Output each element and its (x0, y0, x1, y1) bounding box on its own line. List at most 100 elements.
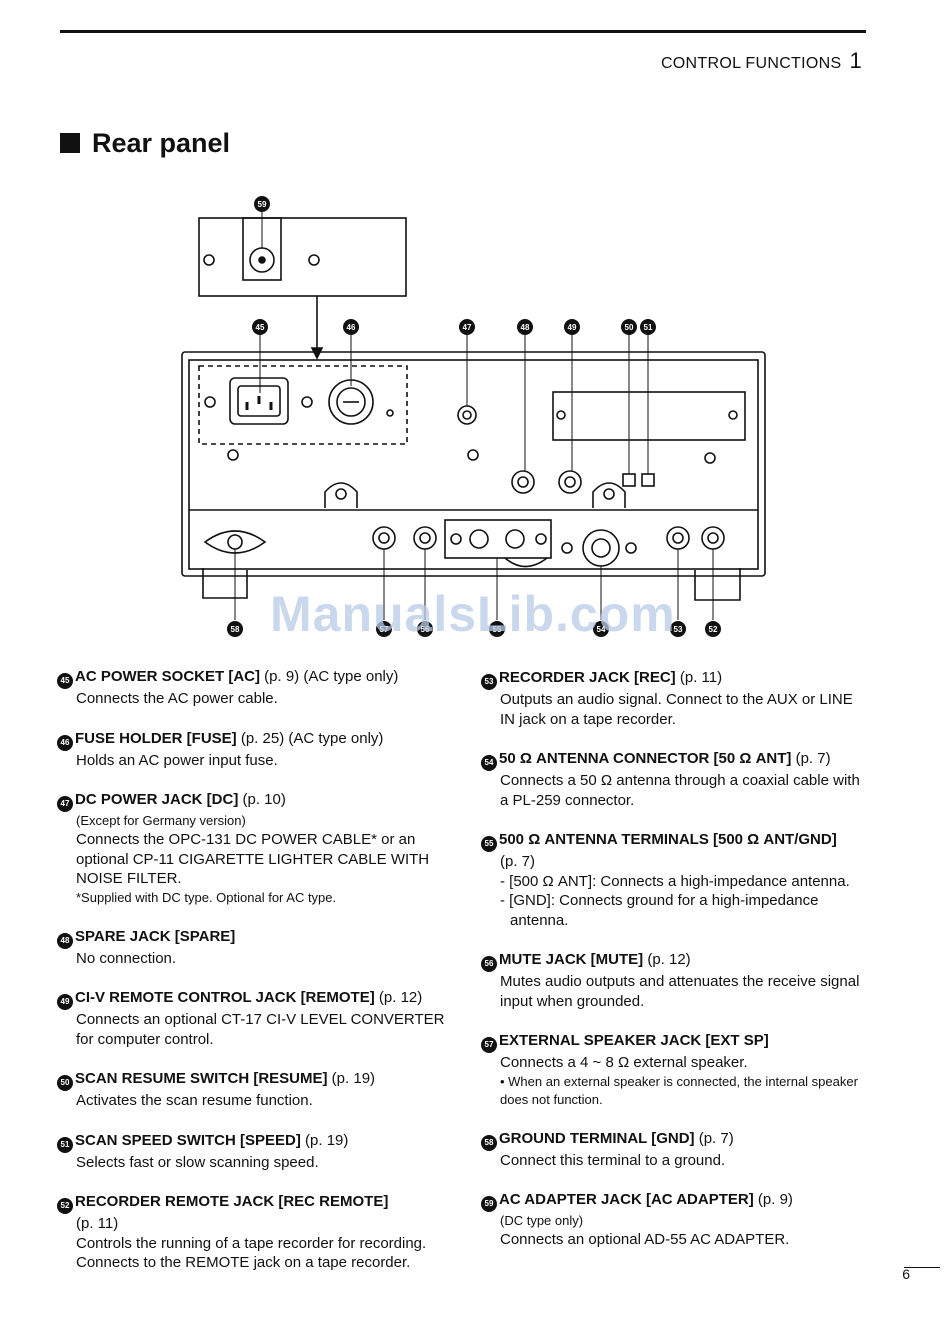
item-title: CI-V REMOTE CONTROL JACK [REMOTE] (75, 989, 375, 1006)
item-title: FUSE HOLDER [FUSE] (75, 729, 237, 747)
page-title: Rear panel (60, 128, 230, 159)
item-number-badge: 53 (481, 674, 497, 690)
item-text: Connects an optional AD-55 AC ADAPTER. (500, 1231, 790, 1248)
callout-52-label: 52 (709, 625, 718, 634)
item-note: (DC type only) (500, 1213, 584, 1228)
callout-57-label: 57 (380, 625, 389, 634)
item-text: No connection. (76, 949, 177, 967)
item-body: (p. 7)- [500 Ω ANT]: Connects a high-imp… (481, 852, 871, 930)
item-text: (p. 11) (76, 1215, 119, 1232)
item-text: Selects fast or slow scanning speed. (76, 1153, 319, 1171)
callout-50-badge (621, 319, 637, 335)
item-footnote: *Supplied with DC type. Optional for AC … (76, 889, 337, 905)
item-page-ref: (p. 12) (374, 989, 423, 1006)
item-text: Activates the scan resume function. (76, 1092, 313, 1109)
item-text: Connects a 50 Ω antenna through a coaxia… (500, 772, 860, 809)
item-number-badge: 56 (481, 956, 497, 972)
item-body: Holds an AC power input fuse. (57, 751, 447, 771)
item-number-badge: 55 (481, 836, 497, 852)
item-title: 500 Ω ANTENNA TERMINALS [500 Ω ANT/GND] (499, 831, 837, 848)
callout-58-badge (227, 621, 243, 637)
item-title: RECORDER REMOTE JACK [REC REMOTE] (75, 1193, 389, 1210)
chapter-number: 1 (849, 48, 862, 73)
item-number-badge: 48 (57, 932, 73, 949)
item-body: Selects fast or slow scanning speed. (57, 1153, 447, 1173)
item-page-ref: (p. 19) (300, 1131, 349, 1149)
item-number-badge: 59 (481, 1196, 497, 1212)
top-rule (60, 30, 866, 33)
item-number-badge: 54 (481, 755, 497, 771)
item-title: EXTERNAL SPEAKER JACK [EXT SP] (499, 1032, 769, 1049)
callout-50-label: 50 (625, 323, 634, 332)
item-title: AC ADAPTER JACK [AC ADAPTER] (499, 1191, 754, 1208)
callout-48-label: 48 (521, 323, 530, 332)
item-text: Connect this terminal to a ground. (500, 1151, 726, 1169)
item-title: RECORDER JACK [REC] (499, 669, 676, 686)
item-footnote: • When an external speaker is connected,… (500, 1073, 858, 1107)
item-note: (Except for Germany version) (76, 813, 246, 828)
item-number-badge: 50 (57, 1075, 73, 1091)
section-title: CONTROL FUNCTIONS (660, 55, 842, 72)
item-text: Connects a 4 ~ 8 Ω external speaker. (500, 1054, 748, 1071)
item-text: (p. 7) (500, 853, 536, 870)
item-body: Connects a 4 ~ 8 Ω external speaker. • Wh… (481, 1053, 871, 1109)
item-text: Outputs an audio signal. Connect to the … (500, 691, 853, 728)
item-page-ref: (p. 19) (327, 1070, 376, 1087)
callout-59-badge (254, 196, 270, 212)
item-page-ref: (p. 9) (753, 1191, 793, 1208)
watermark: ManualsLib.com (270, 586, 676, 642)
callout-52-badge (705, 621, 721, 637)
item-title: AC POWER SOCKET [AC] (75, 668, 260, 685)
title-square-icon (60, 133, 80, 153)
item-body: (p. 11)Controls the running of a tape re… (57, 1214, 447, 1273)
item-number-badge: 51 (57, 1136, 73, 1153)
item-number-badge: 58 (481, 1134, 497, 1151)
callout-54-badge (593, 621, 609, 637)
callout-48-badge (517, 319, 533, 335)
callout-46-badge (343, 319, 359, 335)
callout-55-badge (489, 621, 505, 637)
callout-47-label: 47 (463, 323, 472, 332)
ac-adapter-inset (198, 217, 407, 297)
callout-53-label: 53 (674, 625, 683, 634)
item-text: Connects the OPC-131 DC POWER CABLE* or … (76, 831, 430, 887)
item-dash-text: - [GND]: Connects ground for a high-impe… (500, 892, 819, 929)
item-title: SCAN RESUME SWITCH [RESUME] (75, 1070, 328, 1087)
page-title-text: Rear panel (92, 128, 231, 158)
item-page-ref: (p. 10) (238, 791, 286, 808)
item-page-ref: (p. 12) (643, 951, 691, 968)
item-page-ref: (p. 9) (AC type only) (260, 668, 399, 685)
item-number-badge: 57 (481, 1037, 497, 1053)
page-number: 6 (902, 1266, 910, 1282)
callout-59-label: 59 (258, 200, 267, 209)
item-title: DC POWER JACK [DC] (75, 791, 239, 808)
item-number-badge: 45 (57, 673, 73, 689)
callout-49-label: 49 (568, 323, 577, 332)
item-body: Connects the AC power cable. (57, 689, 447, 709)
item-title: MUTE JACK [MUTE] (499, 951, 644, 968)
callout-58-label: 58 (231, 625, 240, 634)
item-title: GROUND TERMINAL [GND] (499, 1129, 695, 1147)
